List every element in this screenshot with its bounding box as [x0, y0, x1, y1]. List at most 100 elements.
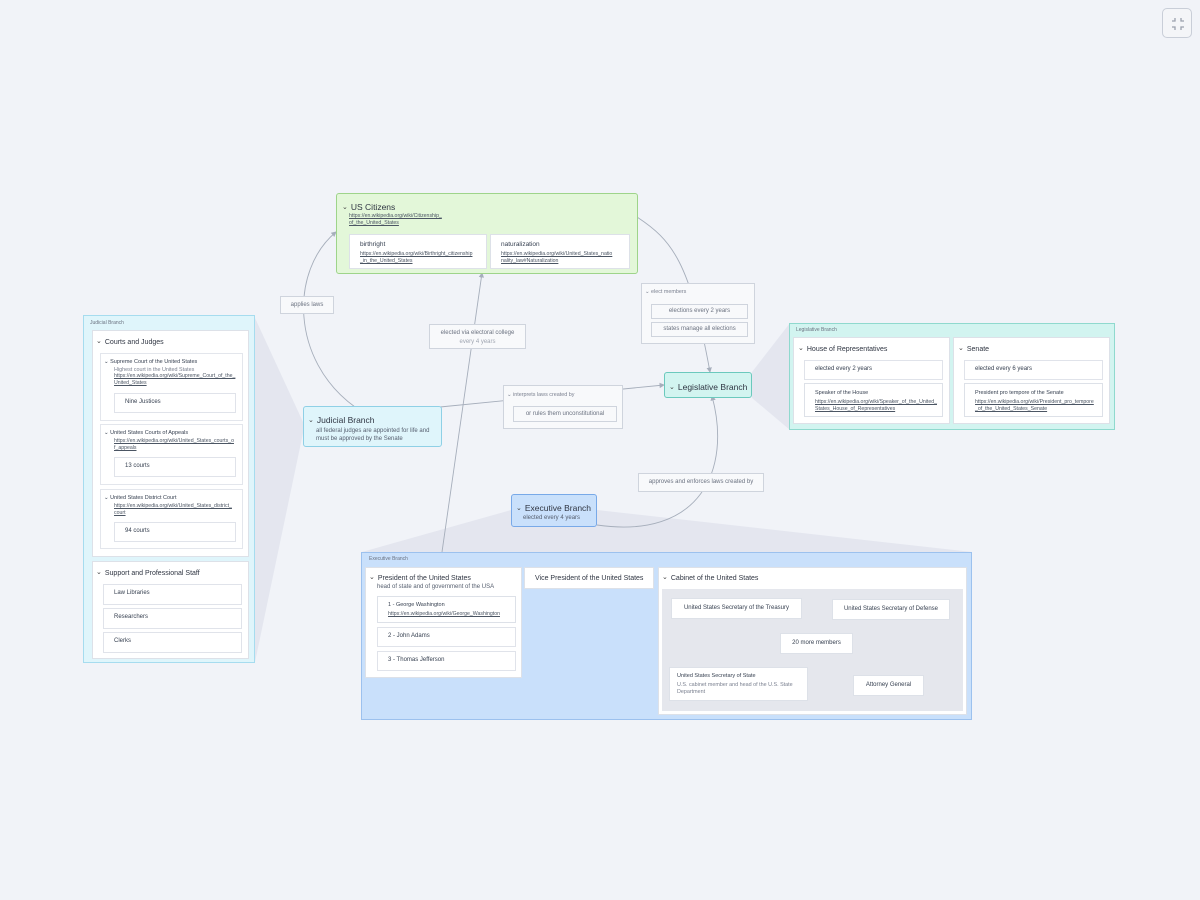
- legislative-panel: Legislative Branch ⌄House of Representat…: [789, 323, 1115, 430]
- vice-president-title: Vice President of the United States: [535, 575, 644, 582]
- chevron-down-icon: ⌄: [342, 204, 348, 211]
- president-pro-tempore-link[interactable]: https://en.wikipedia.org/wiki/President_…: [975, 399, 1094, 412]
- cabinet-title: ⌄Cabinet of the United States: [662, 574, 759, 582]
- chevron-down-icon: ⌄: [669, 384, 675, 391]
- staff-group[interactable]: ⌄Support and Professional Staff Law Libr…: [92, 561, 249, 659]
- president-pro-tempore-title: President pro tempore of the Senate: [975, 390, 1064, 396]
- washington-label: 1 - George Washington: [388, 602, 445, 608]
- judicial-branch-node[interactable]: ⌄Judicial Branch all federal judges are …: [303, 406, 442, 447]
- senate-title: ⌄Senate: [958, 345, 990, 353]
- president-title: ⌄President of the United States: [369, 574, 471, 582]
- district-court-link[interactable]: https://en.wikipedia.org/wiki/United_Sta…: [114, 503, 232, 516]
- chevron-down-icon: ⌄: [104, 359, 111, 365]
- judicial-wedge: [255, 318, 303, 662]
- judicial-panel-label: Judicial Branch: [90, 320, 124, 326]
- president-item-washington[interactable]: 1 - George Washington https://en.wikiped…: [377, 596, 516, 623]
- legislative-wedge: [752, 323, 790, 430]
- us-citizens-title: ⌄US Citizens: [342, 202, 396, 212]
- cabinet-state[interactable]: United States Secretary of State U.S. ca…: [669, 667, 808, 701]
- speaker-card[interactable]: Speaker of the House https://en.wikipedi…: [804, 383, 943, 417]
- president-item-jefferson[interactable]: 3 - Thomas Jefferson: [377, 651, 516, 671]
- supreme-court-link[interactable]: https://en.wikipedia.org/wiki/Supreme_Co…: [114, 373, 236, 386]
- chevron-down-icon: ⌄: [516, 505, 522, 512]
- staff-item-researchers[interactable]: Researchers: [103, 608, 242, 629]
- chevron-down-icon: ⌄: [507, 392, 514, 398]
- legislative-panel-label: Legislative Branch: [796, 327, 837, 333]
- electoral-line-1: elected via electoral college: [440, 330, 515, 336]
- appeals-court-card[interactable]: ⌄ United States Courts of Appeals https:…: [100, 424, 243, 485]
- supreme-court-desc: Highest court in the United States: [114, 367, 195, 373]
- house-item-elected[interactable]: elected every 2 years: [804, 360, 943, 380]
- interprets-title: ⌄ interprets laws created by: [507, 392, 575, 398]
- edge-group-interprets[interactable]: ⌄ interprets laws created by or rules th…: [503, 385, 623, 429]
- appeals-count-item[interactable]: 13 courts: [114, 457, 236, 477]
- legislative-branch-title: ⌄Legislative Branch: [669, 382, 748, 392]
- elect-members-item-2[interactable]: states manage all elections: [651, 322, 748, 337]
- chevron-down-icon: ⌄: [662, 574, 668, 581]
- president-desc: head of state and of government of the U…: [377, 584, 495, 590]
- executive-branch-node[interactable]: ⌄Executive Branch elected every 4 years: [511, 494, 597, 527]
- senate-group[interactable]: ⌄Senate elected every 6 years President …: [953, 337, 1110, 424]
- staff-title: ⌄Support and Professional Staff: [96, 569, 200, 577]
- executive-wedge: [362, 510, 972, 552]
- cabinet-more-members[interactable]: 20 more members: [780, 633, 853, 654]
- edge-group-elect-members[interactable]: ⌄ elect members elections every 2 years …: [641, 283, 755, 344]
- executive-panel-label: Executive Branch: [369, 556, 408, 562]
- appeals-court-link[interactable]: https://en.wikipedia.org/wiki/United_Sta…: [114, 438, 234, 451]
- supreme-court-card[interactable]: ⌄ Supreme Court of the United States Hig…: [100, 353, 243, 421]
- secretary-state-desc: U.S. cabinet member and head of the U.S.…: [677, 682, 793, 695]
- washington-link[interactable]: https://en.wikipedia.org/wiki/George_Was…: [388, 611, 500, 617]
- birthright-link[interactable]: https://en.wikipedia.org/wiki/Birthright…: [360, 251, 473, 264]
- chevron-down-icon: ⌄: [645, 289, 652, 295]
- cabinet-group[interactable]: ⌄Cabinet of the United States United Sta…: [658, 567, 967, 715]
- chevron-down-icon: ⌄: [308, 417, 314, 424]
- judicial-panel: Judicial Branch ⌄Courts and Judges ⌄ Sup…: [83, 315, 255, 663]
- interprets-item-1[interactable]: or rules them unconstitutional: [513, 406, 617, 422]
- senate-item-elected[interactable]: elected every 6 years: [964, 360, 1103, 380]
- electoral-line-2: every 4 years: [459, 339, 496, 345]
- nine-justices-item[interactable]: Nine Justices: [114, 393, 236, 413]
- naturalization-card[interactable]: naturalization https://en.wikipedia.org/…: [490, 234, 630, 269]
- edge-label-applies-laws[interactable]: applies laws: [280, 296, 334, 314]
- courts-group[interactable]: ⌄Courts and Judges ⌄ Supreme Court of th…: [92, 330, 249, 557]
- chevron-down-icon: ⌄: [958, 345, 964, 352]
- president-group[interactable]: ⌄President of the United States head of …: [365, 567, 522, 678]
- chevron-down-icon: ⌄: [96, 338, 102, 345]
- executive-panel: Executive Branch ⌄President of the Unite…: [361, 552, 972, 720]
- us-citizens-link[interactable]: https://en.wikipedia.org/wiki/Citizenshi…: [349, 213, 442, 226]
- vice-president-node[interactable]: Vice President of the United States: [524, 567, 654, 589]
- chevron-down-icon: ⌄: [798, 345, 804, 352]
- staff-item-clerks[interactable]: Clerks: [103, 632, 242, 653]
- district-court-card[interactable]: ⌄ United States District Court https://e…: [100, 489, 243, 549]
- judicial-branch-desc: all federal judges are appointed for lif…: [316, 428, 430, 442]
- speaker-link[interactable]: https://en.wikipedia.org/wiki/Speaker_of…: [815, 399, 937, 412]
- president-pro-tempore-card[interactable]: President pro tempore of the Senate http…: [964, 383, 1103, 417]
- legislative-branch-node[interactable]: ⌄Legislative Branch: [664, 372, 752, 398]
- collapse-button[interactable]: [1162, 8, 1192, 38]
- edge-elected-electoral: [441, 272, 485, 553]
- elect-members-title: ⌄ elect members: [645, 289, 687, 295]
- elect-members-item-1[interactable]: elections every 2 years: [651, 304, 748, 319]
- president-item-adams[interactable]: 2 - John Adams: [377, 627, 516, 647]
- naturalization-label: naturalization: [501, 241, 540, 248]
- cabinet-treasury[interactable]: United States Secretary of the Treasury: [671, 598, 802, 619]
- edge-label-electoral[interactable]: elected via electoral college every 4 ye…: [429, 324, 526, 349]
- birthright-card[interactable]: birthright https://en.wikipedia.org/wiki…: [349, 234, 487, 269]
- edge-label-approves[interactable]: approves and enforces laws created by: [638, 473, 764, 492]
- us-citizens-node[interactable]: ⌄US Citizens https://en.wikipedia.org/wi…: [336, 193, 638, 274]
- secretary-state-title: United States Secretary of State: [677, 673, 756, 679]
- staff-item-law-libraries[interactable]: Law Libraries: [103, 584, 242, 605]
- naturalization-link[interactable]: https://en.wikipedia.org/wiki/United_Sta…: [501, 251, 613, 264]
- courts-title: ⌄Courts and Judges: [96, 338, 164, 346]
- house-title: ⌄House of Representatives: [798, 345, 888, 353]
- house-group[interactable]: ⌄House of Representatives elected every …: [793, 337, 950, 424]
- district-court-title: ⌄ United States District Court: [104, 495, 177, 501]
- cabinet-defense[interactable]: United States Secretary of Defense: [832, 599, 950, 620]
- collapse-icon: [1172, 18, 1184, 30]
- district-count-item[interactable]: 94 courts: [114, 522, 236, 542]
- cabinet-attorney-general[interactable]: Attorney General: [853, 675, 924, 696]
- birthright-label: birthright: [360, 241, 386, 248]
- executive-branch-title: ⌄Executive Branch: [516, 503, 592, 513]
- chevron-down-icon: ⌄: [96, 569, 102, 576]
- judicial-branch-title: ⌄Judicial Branch: [308, 415, 375, 425]
